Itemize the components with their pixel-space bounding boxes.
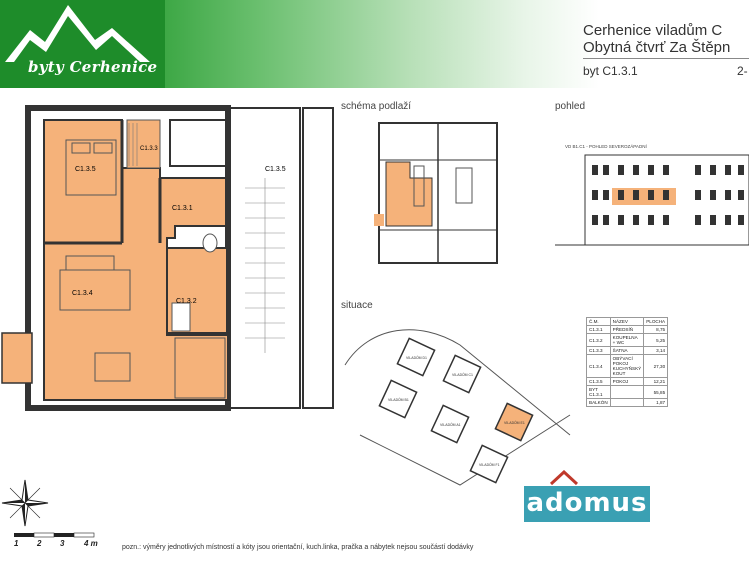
site-block-label: VILADŮM E1 [504,420,525,425]
scale-label: 3 [60,539,65,548]
site-block-label: VILADŮM A1 [440,422,461,427]
site-block-label: VILADŮM F1 [479,462,500,467]
adomus-logo: adomus [524,486,650,522]
header-divider [583,58,749,59]
pohled-caption: VD B1.C1 - POHLED SEVEROZÁPADNÍ [565,144,647,149]
site-plan-drawing: VILADŮM D1 VILADŮM C1 VILADŮM B1 VILADŮM… [344,329,571,486]
adomus-roof-icon [549,470,579,486]
compass-rose-icon [1,479,49,527]
svg-text:C1.3.5: C1.3.5 [265,166,286,173]
site-block-label: VILADŮM B1 [388,397,409,402]
scale-bar [14,532,95,538]
adomus-logo-text: adomus [526,488,648,518]
svg-text:C1.3.3: C1.3.3 [140,146,158,152]
page-number: 2- [737,64,748,78]
scale-label: 1 [14,539,19,548]
scale-label: 2 [37,539,42,548]
table-header-cell: Č.M. [586,317,611,326]
schema-drawing [374,122,498,264]
elevation-drawing [555,154,749,246]
title-line-2: Obytná čtvrť Za Štěpn [583,39,731,56]
situace-heading: situace [341,300,373,311]
floor-plan-drawing: C1.3.5 C1.3.3 C1.3.1 C1.3.4 C1.3.2 C1.3.… [1,105,334,411]
svg-text:C1.3.2: C1.3.2 [176,298,197,305]
logo-text: byty Cerhenice [28,58,158,76]
scale-label: 4 m [84,539,98,548]
svg-text:C1.3.4: C1.3.4 [72,290,93,297]
footnote: pozn.: výměry jednotlivých místností a k… [122,544,474,551]
site-block-label: VILADŮM C1 [452,372,473,377]
table-header-cell: NÁZEV [609,317,645,326]
pohled-heading: pohled [555,101,586,112]
mountain-logo-icon [0,0,165,88]
floor-plan: C1.3.5 C1.3.3 C1.3.1 C1.3.4 C1.3.2 C1.3.… [0,88,335,438]
logo: byty Cerhenice [0,0,165,88]
room-label-c135: C1.3.5 [75,166,96,173]
header-banner: byty Cerhenice Cerhenice viladům C Obytn… [0,0,749,88]
site-block-label: VILADŮM D1 [406,355,427,360]
table-header-cell: PLOCHA [643,317,669,326]
schema-heading: schéma podlaží [341,101,412,112]
apartment-label: byt C1.3.1 [583,64,638,78]
table-header-row: Č.M. NÁZEV PLOCHA [586,317,669,326]
svg-text:C1.3.1: C1.3.1 [172,205,193,212]
title-line-1: Cerhenice viladům C [583,22,723,39]
